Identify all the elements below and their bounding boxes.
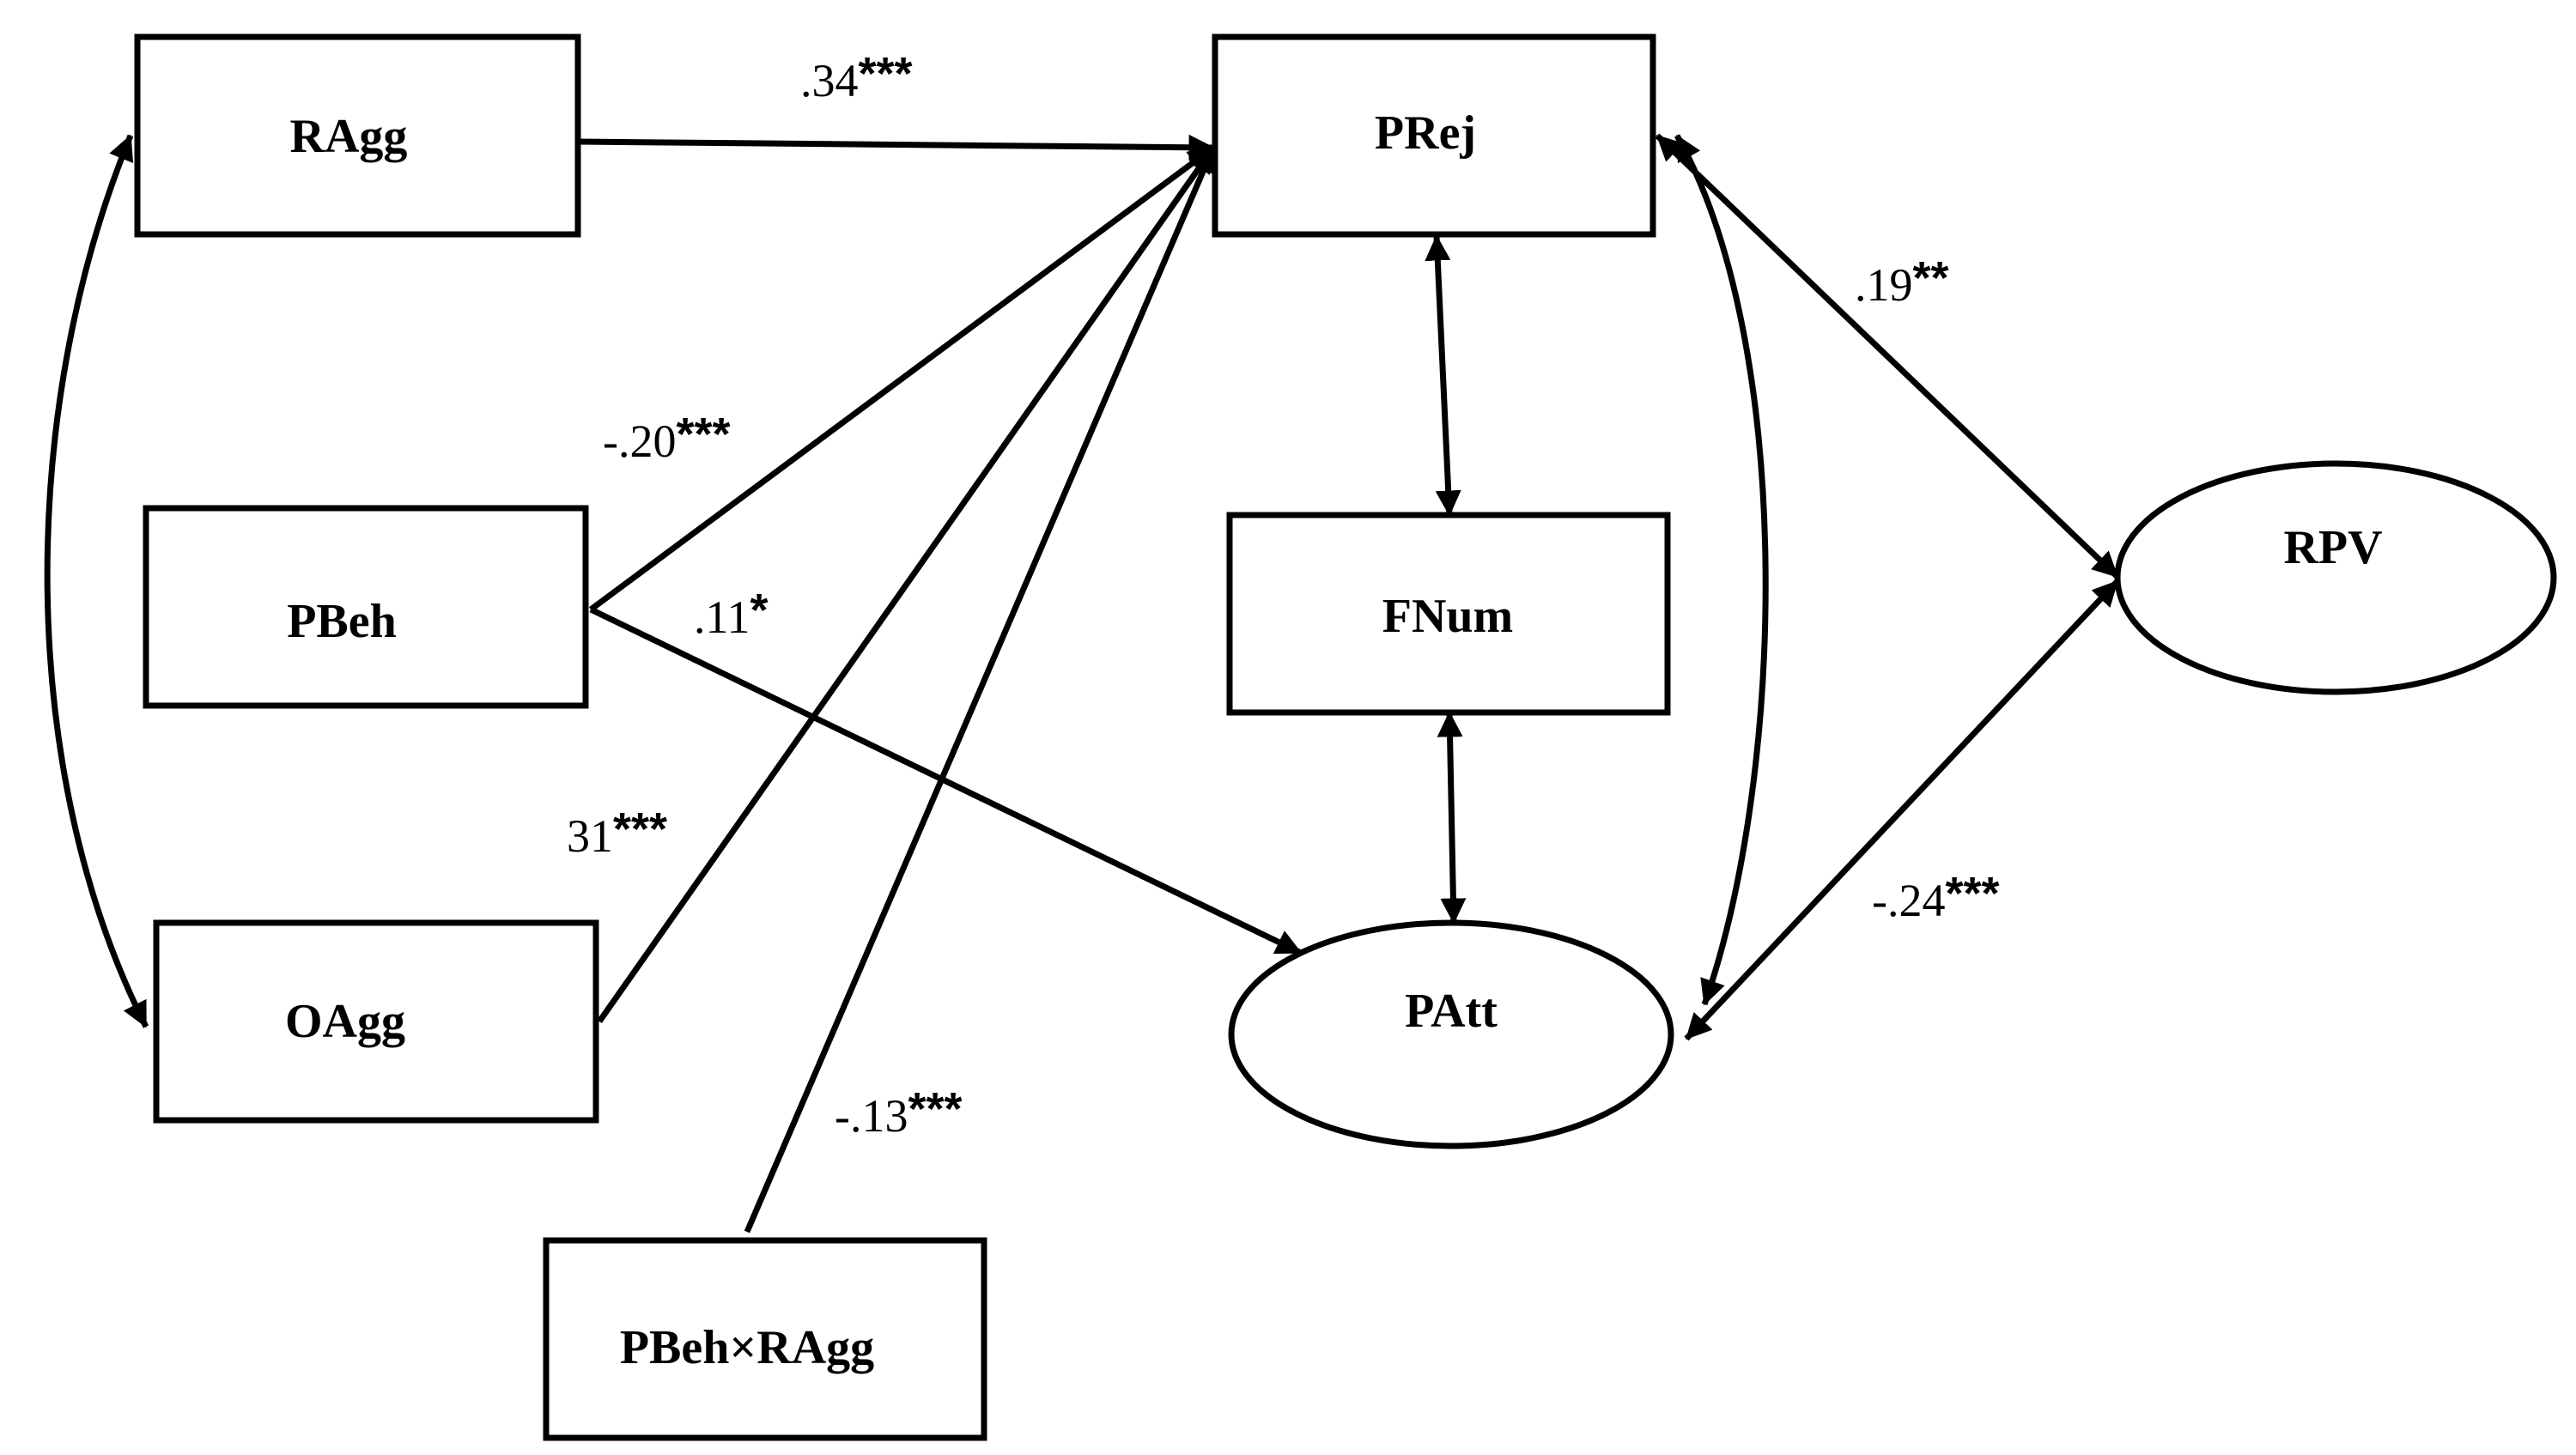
node-ragg-label: RAgg (290, 110, 408, 163)
coef-pbeh-x-ragg-prej-sig: *** (908, 1083, 962, 1135)
coef-oagg-prej: 31*** (567, 803, 667, 862)
coef-pbeh-prej: -.20*** (603, 409, 731, 467)
coef-ragg-prej: .34*** (800, 48, 913, 106)
node-patt: PAtt (1228, 919, 1674, 1149)
covariance-prej-fnum (1425, 234, 1461, 517)
node-rpv: RPV (2114, 460, 2557, 695)
coef-patt-rpv-sig: *** (1945, 868, 1999, 919)
node-oagg: OAgg (153, 919, 599, 1124)
covariance-patt-rpv (1684, 579, 2120, 1041)
coef-prej-rpv-value: .19 (1855, 259, 1913, 311)
path-pbeh-prej (588, 145, 1216, 612)
coef-pbeh-patt-sig: * (750, 585, 769, 636)
node-pbeh-label: PBeh (287, 595, 397, 648)
coef-ragg-prej-value: .34 (800, 55, 859, 106)
node-oagg-label: OAgg (285, 995, 405, 1048)
node-prej: PRej (1212, 33, 1656, 238)
coef-patt-rpv: -.24*** (1872, 868, 2000, 926)
node-pbeh-x-ragg-label: PBeh×RAgg (620, 1321, 874, 1374)
node-fnum-label: FNum (1382, 590, 1513, 643)
coef-oagg-prej-sig: *** (613, 803, 667, 855)
node-pbeh: PBeh (143, 505, 589, 709)
coef-prej-rpv-sig: ** (1913, 252, 1949, 304)
node-fnum: FNum (1226, 512, 1671, 716)
coef-prej-rpv: .19** (1855, 252, 1949, 311)
covariance-prej-rpv (1655, 133, 2120, 579)
node-prej-label: PRej (1375, 106, 1476, 160)
coef-pbeh-prej-value: -.20 (603, 415, 676, 467)
covariance-fnum-patt (1437, 711, 1467, 925)
path-pbeh-patt (589, 606, 1303, 956)
coef-ragg-prej-sig: *** (859, 48, 913, 100)
coef-patt-rpv-value: -.24 (1872, 875, 1945, 926)
node-pbeh-x-ragg: PBeh×RAgg (543, 1237, 987, 1441)
node-rpv-label: RPV (2283, 521, 2382, 574)
node-patt-label: PAtt (1405, 985, 1498, 1038)
coef-pbeh-patt: .11* (694, 585, 769, 643)
coef-pbeh-x-ragg-prej-value: -.13 (835, 1090, 908, 1142)
covariance-ragg-oagg (44, 134, 149, 1028)
path-ragg-prej (577, 134, 1215, 161)
path-pbeh-x-ragg-prej (744, 146, 1217, 1234)
coef-oagg-prej-value: 31 (567, 810, 613, 862)
coef-pbeh-patt-value: .11 (694, 591, 750, 643)
node-ragg: RAgg (134, 33, 581, 238)
coef-pbeh-prej-sig: *** (676, 409, 730, 460)
coef-pbeh-x-ragg-prej: -.13*** (835, 1083, 963, 1142)
path-oagg-prej (597, 145, 1216, 1024)
covariance-prej-patt (1674, 134, 1769, 1006)
